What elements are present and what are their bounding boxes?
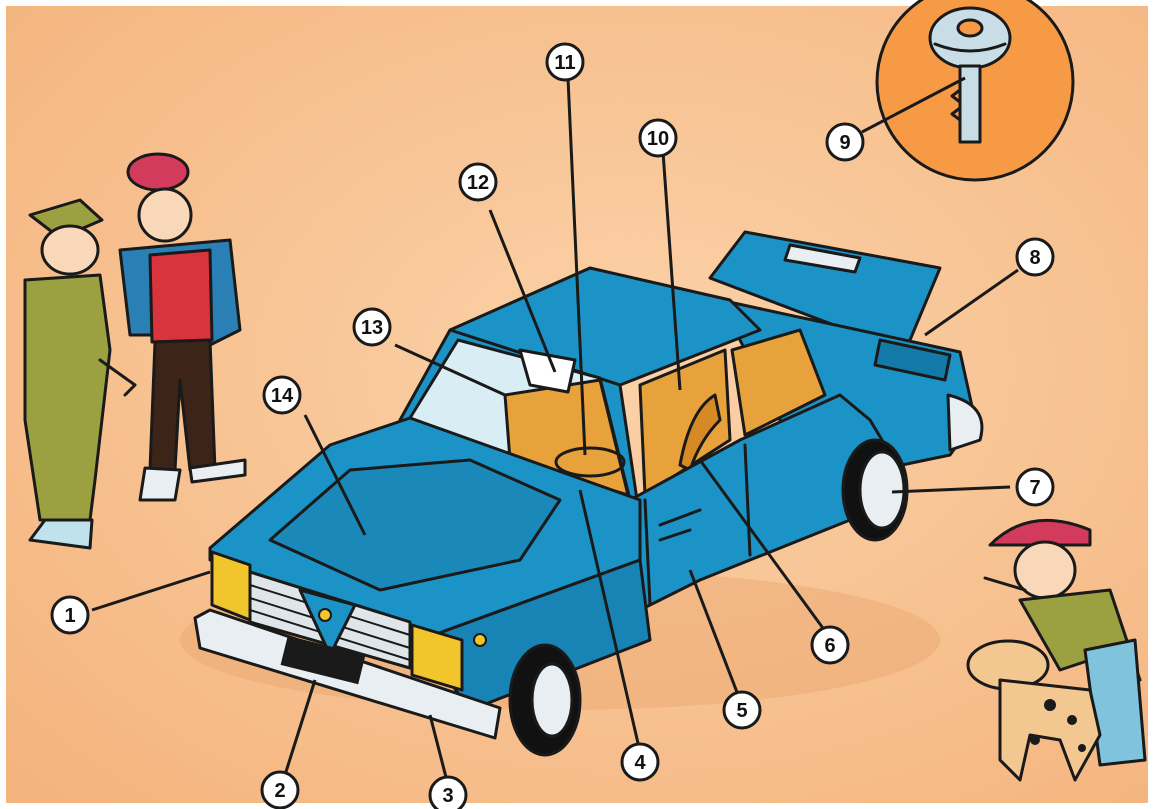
callout-number: 6 (824, 635, 835, 657)
callout-number: 1 (64, 605, 75, 627)
callout-number: 8 (1029, 247, 1040, 269)
callout-14: 14 (264, 377, 300, 413)
callout-number: 5 (736, 700, 747, 722)
callout-11: 11 (547, 44, 583, 80)
callout-2: 2 (262, 772, 298, 808)
callout-number: 3 (442, 785, 453, 807)
callout-number: 11 (554, 52, 575, 74)
callout-number: 9 (839, 132, 850, 154)
callout-number: 12 (467, 172, 489, 194)
callout-3: 3 (430, 777, 466, 809)
callout-number: 10 (647, 128, 669, 150)
callout-6: 6 (812, 627, 848, 663)
callout-number: 7 (1029, 477, 1040, 499)
callout-number: 13 (361, 317, 383, 339)
key-inset (877, 0, 1073, 180)
callout-8: 8 (1017, 239, 1053, 275)
callout-5: 5 (724, 692, 760, 728)
callout-number: 14 (271, 385, 294, 407)
callout-10: 10 (640, 120, 676, 156)
callout-1: 1 (52, 597, 88, 633)
rear-wheel (843, 440, 907, 540)
callout-13: 13 (354, 309, 390, 345)
callout-number: 4 (634, 752, 646, 774)
callout-9: 9 (827, 124, 863, 160)
callout-7: 7 (1017, 469, 1053, 505)
front-wheel (510, 645, 580, 755)
callout-12: 12 (460, 164, 496, 200)
callout-number: 2 (274, 780, 285, 802)
callout-4: 4 (622, 744, 658, 780)
